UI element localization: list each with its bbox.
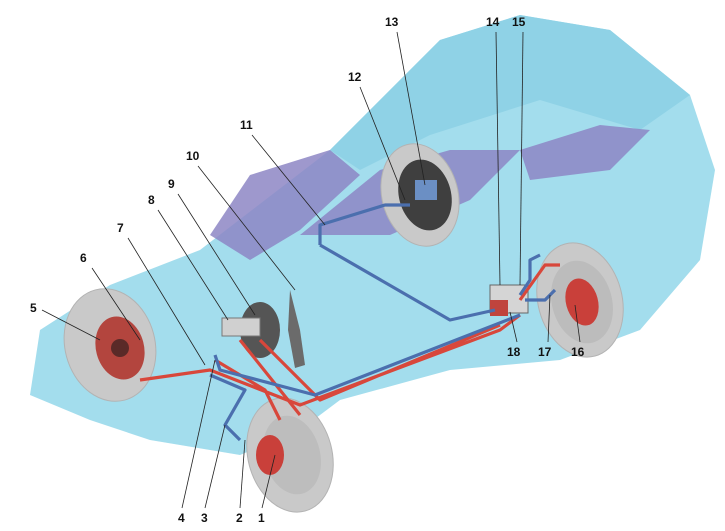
leader-lines	[41, 31, 581, 509]
brake-pedal	[288, 290, 305, 368]
callout-17: 17	[538, 345, 552, 359]
callout-3: 3	[201, 511, 208, 525]
callout-2: 2	[236, 511, 243, 525]
callout-1: 1	[258, 511, 265, 525]
wheel-front-left	[63, 288, 157, 402]
callout-15: 15	[512, 15, 526, 29]
callout-11: 11	[240, 118, 253, 132]
side-window-rear	[520, 125, 650, 180]
callout-9: 9	[168, 177, 175, 191]
callout-6: 6	[80, 251, 87, 265]
callout-10: 10	[186, 149, 200, 163]
callout-5: 5	[30, 301, 37, 315]
windshield	[210, 150, 360, 260]
callout-12: 12	[348, 70, 362, 84]
callout-8: 8	[148, 193, 155, 207]
pressure-regulator	[490, 300, 508, 316]
brake-line-front	[139, 263, 560, 421]
callout-4: 4	[178, 511, 185, 525]
wheel-rear-left	[380, 143, 460, 247]
car-roof	[330, 15, 690, 170]
brake-line-rear	[209, 203, 557, 442]
callout-13: 13	[385, 15, 399, 29]
callout-7: 7	[117, 221, 124, 235]
callout-14: 14	[486, 15, 500, 29]
wheel-rear-right	[536, 242, 624, 358]
callout-18: 18	[507, 345, 521, 359]
master-cylinder	[221, 317, 261, 337]
callout-16: 16	[571, 345, 585, 359]
